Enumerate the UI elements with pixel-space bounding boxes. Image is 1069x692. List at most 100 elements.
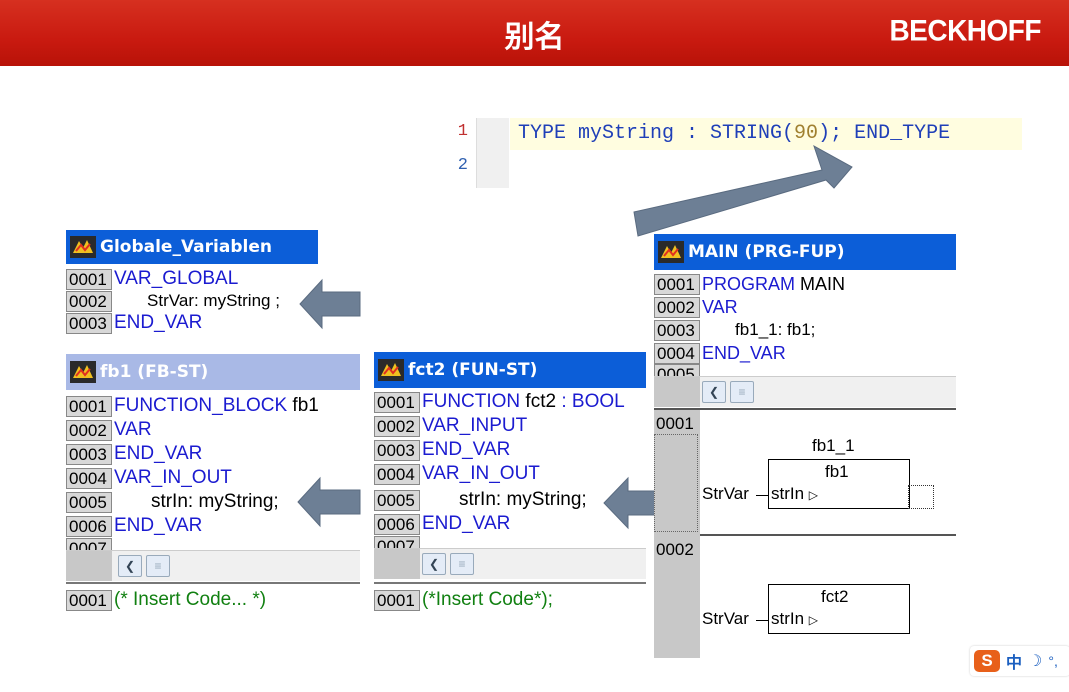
line-number: 0002 [654,296,700,318]
scroll-thumb[interactable]: ≡ [730,381,754,403]
code-part-type: TYPE myString : STRING( [518,122,795,145]
line-number-1: 1 [457,122,468,141]
code-text: fb1_1: fb1; [702,320,816,339]
keyword: VAR_IN_OUT [114,467,232,488]
network-1[interactable]: fb1_1 fb1 strIn ▷ StrVar [700,410,956,536]
main-titlebar[interactable]: MAIN (PRG-FUP) [654,234,956,270]
horizontal-scrollbar[interactable]: ❮ ≡ [66,550,360,581]
ime-toolbar[interactable]: S 中 ☽ °, [970,646,1069,676]
scroll-thumb[interactable]: ≡ [146,555,170,577]
line-number: 0001 [374,391,420,413]
code-line[interactable]: 0002 StrVar: myString ; [66,289,280,313]
type-declaration-editor: 1 2 TYPE myString : STRING(90); END_TYPE [440,112,1030,190]
block-pin: strIn ▷ [771,484,818,504]
line-number: 0003 [374,439,420,461]
line-number: 0005 [66,491,112,513]
code-line[interactable]: 0003 fb1_1: fb1; [654,318,815,342]
code-text: fct2 [520,391,562,412]
horizontal-scrollbar[interactable]: ❮ ≡ [654,376,956,407]
sogou-ime-icon[interactable]: S [974,650,1000,672]
code-line-partial: 0005 [654,364,702,376]
line-number: 0001 [66,268,112,290]
code-comment: (* Insert Code... *) [114,589,267,610]
keyword: END_VAR [422,439,511,460]
line-number: 0007 [374,536,420,548]
network-selection[interactable] [654,434,698,532]
network-number-1: 0001 [656,414,694,433]
fct2-block[interactable]: fct2 strIn ▷ [768,584,910,634]
pin-label: strIn [771,609,805,628]
fb1-block[interactable]: fb1 strIn ▷ [768,459,910,509]
code-text: StrVar: myString ; [114,291,280,310]
code-line[interactable]: 0005 strIn: myString; [66,490,279,514]
scroll-thumb[interactable]: ≡ [450,553,474,575]
scroll-left-button[interactable]: ❮ [422,553,446,575]
keyword: VAR_IN_OUT [422,463,540,484]
code-part-length: 90 [794,122,819,145]
code-text: fb1 [287,395,319,416]
pou-icon [70,361,96,383]
code-part-end: ); END_TYPE [818,122,951,145]
slide-header: 别名 BECKHOFF [0,0,1069,66]
pou-icon [658,241,684,263]
input-variable[interactable]: StrVar [702,484,749,503]
moon-icon[interactable]: ☽ [1028,653,1043,670]
type-declaration-code[interactable]: TYPE myString : STRING(90); END_TYPE [518,122,950,145]
block-pin: strIn ▷ [771,609,818,629]
network-number-2: 0002 [656,540,694,559]
scroll-left-button[interactable]: ❮ [702,381,726,403]
fb1-titlebar[interactable]: fb1 (FB-ST) [66,354,360,390]
keyword: VAR [702,296,738,317]
output-placeholder[interactable] [908,485,934,509]
pin-arrow-icon: ▷ [808,488,819,502]
keyword: END_VAR [114,312,203,333]
line-number: 0007 [66,538,112,550]
scroll-left-button[interactable]: ❮ [118,555,142,577]
code-text: strIn: myString; [422,489,587,510]
line-number: 0006 [66,515,112,537]
line-number: 0004 [66,467,112,489]
window-title: MAIN (PRG-FUP) [688,242,845,262]
horizontal-scrollbar[interactable]: ❮ ≡ [374,548,646,579]
pou-icon [70,236,96,258]
network-2[interactable]: fct2 strIn ▷ StrVar [700,536,956,658]
code-body-line[interactable]: 0001(*Insert Code*); [374,588,553,612]
code-text: MAIN [795,273,846,294]
ime-mode-label[interactable]: 中 [1006,655,1023,672]
fb-instance-name: fb1_1 [812,436,855,455]
line-number: 0002 [66,290,112,312]
code-body-line[interactable]: 0001(* Insert Code... *) [66,588,266,612]
pin-arrow-icon: ▷ [808,613,819,627]
globale-variablen-titlebar[interactable]: Globale_Variablen [66,230,318,264]
beckhoff-logo: BECKHOFF [889,14,1041,47]
line-number: 0004 [654,342,700,364]
fct2-titlebar[interactable]: fct2 (FUN-ST) [374,352,646,388]
divider [66,582,360,584]
code-line[interactable]: 0005 strIn: myString; [374,488,587,512]
keyword: END_VAR [114,443,203,464]
input-variable[interactable]: StrVar [702,609,749,628]
punctuation-icon[interactable]: °, [1048,653,1058,669]
arrow-to-fb1-icon [297,476,361,528]
block-type: fct2 [821,587,849,606]
code-line-partial: 0007 [66,538,114,550]
